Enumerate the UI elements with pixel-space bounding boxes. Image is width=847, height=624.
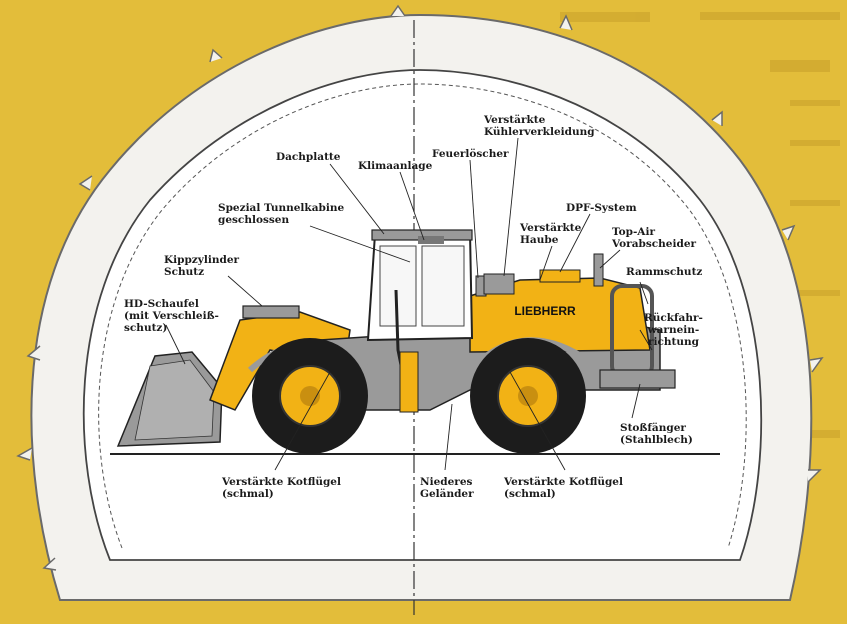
label-gelaender: Niederes Geländer (420, 476, 474, 500)
label-hd-schaufel: HD-Schaufel (mit Verschleiß- schutz) (124, 298, 219, 334)
brand-text: LIEBHERR (514, 304, 576, 318)
label-feuerloescher: Feuerlöscher (432, 148, 509, 160)
label-top-air: Top-Air Vorabscheider (612, 226, 697, 250)
label-kotfluegel-rear: Verstärkte Kotflügel (schmal) (504, 476, 623, 500)
background-page-text (560, 12, 840, 438)
rear-wheel (470, 338, 586, 454)
leader-lines (165, 137, 653, 471)
label-klimaanlage: Klimaanlage (358, 160, 433, 172)
label-kuehlerverkleidung: Verstärkte Kühlerverkleidung (484, 114, 595, 138)
brand-plate (505, 302, 585, 318)
air-conditioner (418, 236, 444, 244)
top-air-precleaner (593, 253, 604, 287)
label-stossfaenger: Stoßfänger (Stahlblech) (620, 422, 693, 446)
dpf-system (539, 269, 581, 283)
radiator-cover (483, 273, 515, 295)
label-kippzylinder: Kippzylinder Schutz (164, 254, 240, 278)
front-wheel (252, 338, 368, 454)
label-tunnelkabine: Spezial Tunnelkabine geschlossen (218, 202, 345, 226)
tunnel-rock-spikes (16, 4, 824, 571)
cab-window-right (421, 245, 465, 327)
label-dpf-system: DPF-System (566, 202, 637, 214)
wheel-loader: LIEBHERR (116, 229, 676, 454)
articulation-joint (399, 351, 419, 413)
rear-bumper (599, 369, 676, 389)
label-haube: Verstärkte Haube (520, 222, 582, 246)
label-kotfluegel-front: Verstärkte Kotflügel (schmal) (222, 476, 341, 500)
label-rammschutz: Rammschutz (626, 266, 703, 278)
tilt-cylinder-guard (242, 305, 300, 319)
label-rueckfahrwarnung: Rückfahr- warnein- richtung (644, 312, 703, 348)
tunnel-dashed-profile (98, 83, 747, 549)
label-dachplatte: Dachplatte (276, 151, 341, 163)
